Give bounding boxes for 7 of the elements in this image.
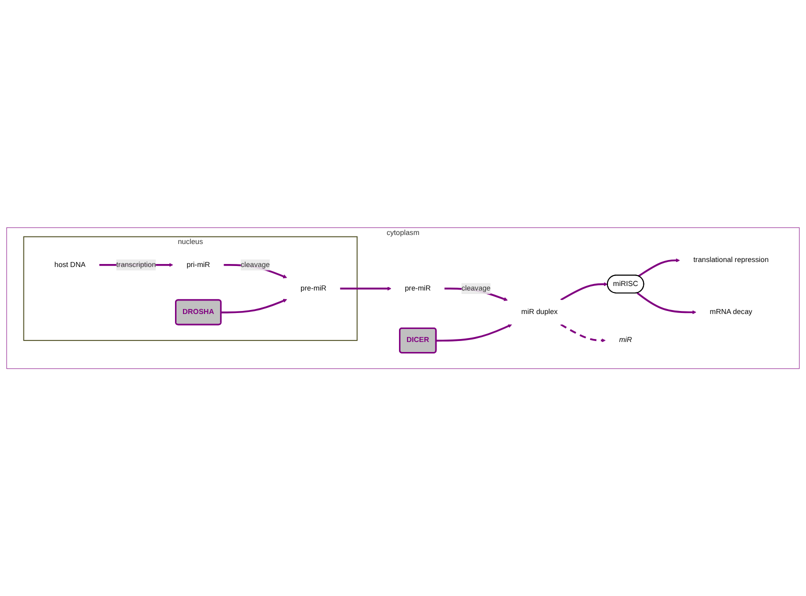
arrow — [560, 282, 608, 301]
arrow — [636, 292, 696, 314]
arrow — [340, 286, 392, 290]
arrow — [560, 324, 606, 342]
arrow — [638, 258, 680, 277]
arrow — [436, 324, 512, 342]
arrow — [221, 298, 288, 314]
